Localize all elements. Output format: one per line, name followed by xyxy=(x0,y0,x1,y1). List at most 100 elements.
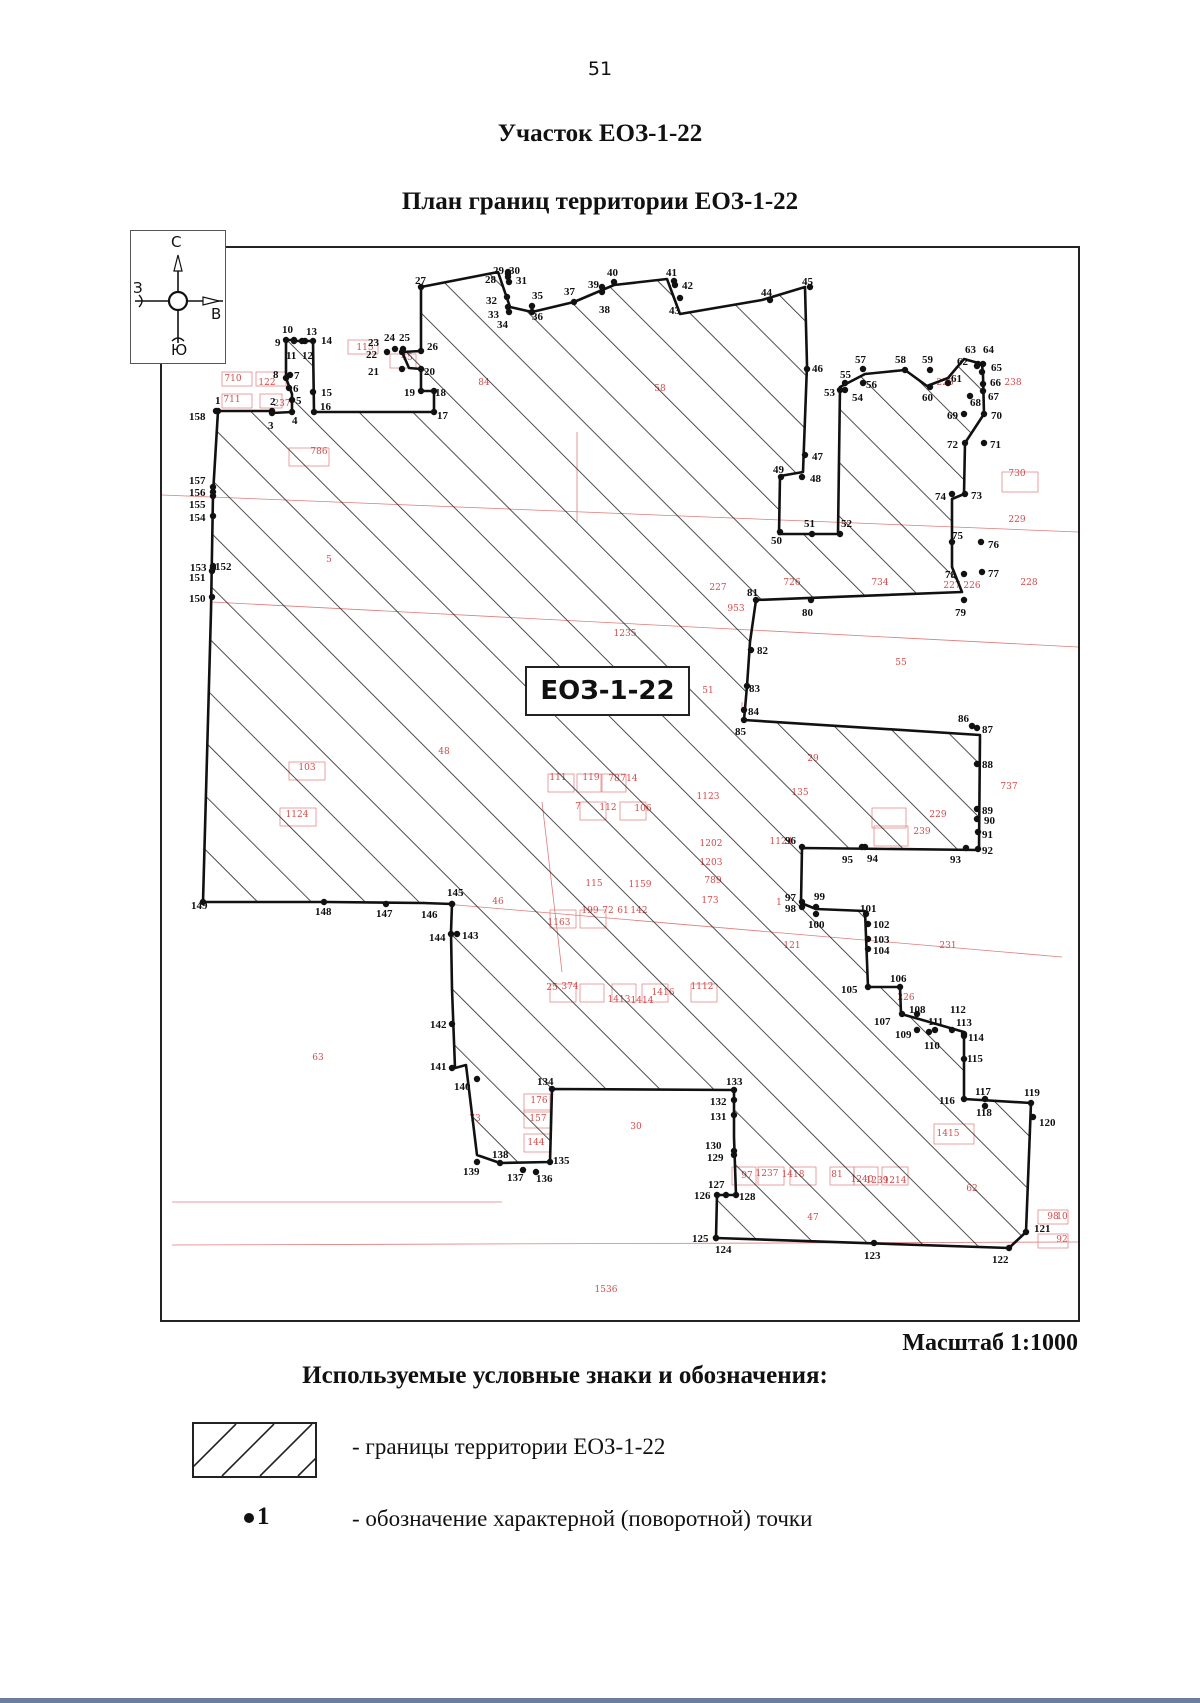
turning-point-label: 18 xyxy=(435,387,447,399)
turning-point-label: 149 xyxy=(191,900,208,912)
turning-point-label: 91 xyxy=(982,829,993,841)
turning-point-label: 92 xyxy=(982,845,994,857)
turning-point-label: 107 xyxy=(874,1016,891,1028)
turning-point xyxy=(981,1095,989,1103)
cadastral-number: 237 xyxy=(273,399,290,409)
turning-point xyxy=(901,366,909,374)
turning-point-label: 37 xyxy=(564,286,576,298)
turning-point-label: 53 xyxy=(824,387,836,399)
turning-point-label: 146 xyxy=(421,909,438,921)
turning-point-label: 27 xyxy=(415,275,427,287)
turning-point-label: 15 xyxy=(321,387,333,399)
legend-point-number: 1 xyxy=(257,1503,270,1530)
turning-point xyxy=(399,345,407,353)
turning-point-label: 139 xyxy=(463,1166,480,1178)
turning-point-label: 140 xyxy=(454,1081,471,1093)
turning-point-label: 6 xyxy=(293,383,299,395)
turning-point xyxy=(505,308,513,316)
turning-point-label: 69 xyxy=(947,410,959,422)
cadastral-parcel xyxy=(1037,1233,1069,1249)
turning-point-label: 118 xyxy=(976,1107,992,1119)
turning-point-label: 38 xyxy=(599,304,611,316)
turning-point-label: 85 xyxy=(735,726,747,738)
turning-point xyxy=(980,410,988,418)
cadastral-parcel xyxy=(347,339,379,355)
cadastral-parcel xyxy=(221,371,253,387)
turning-point xyxy=(730,1096,738,1104)
turning-point-label: 97 xyxy=(785,892,797,904)
page-number: 51 xyxy=(587,58,613,80)
turning-point xyxy=(676,294,684,302)
turning-point xyxy=(1027,1099,1035,1107)
turning-point-label: 123 xyxy=(864,1250,881,1262)
cadastral-parcel xyxy=(1001,471,1039,493)
turning-point xyxy=(417,347,425,355)
turning-point-label: 134 xyxy=(537,1076,554,1088)
cadastral-number: 10 xyxy=(1056,1212,1068,1222)
turning-point-label: 151 xyxy=(189,572,206,584)
turning-point xyxy=(841,386,849,394)
turning-point xyxy=(961,490,969,498)
turning-point-label: 79 xyxy=(955,607,967,619)
turning-point xyxy=(282,374,290,382)
turning-point xyxy=(960,596,968,604)
turning-point-label: 16 xyxy=(320,401,332,413)
turning-point xyxy=(960,1055,968,1063)
turning-point-label: 14 xyxy=(321,335,333,347)
compass-south-label: Ю xyxy=(171,341,188,359)
turning-point-label: 102 xyxy=(873,919,890,931)
turning-point xyxy=(671,281,679,289)
turning-point-label: 80 xyxy=(802,607,814,619)
turning-point xyxy=(398,365,406,373)
turning-point-label: 157 xyxy=(189,475,206,487)
turning-point-label: 55 xyxy=(840,369,852,381)
turning-point-label: 46 xyxy=(812,363,824,375)
turning-point-label: 31 xyxy=(516,275,527,287)
turning-point-label: 7 xyxy=(294,370,300,382)
turning-point-label: 132 xyxy=(710,1096,727,1108)
turning-point xyxy=(896,983,904,991)
turning-point xyxy=(859,365,867,373)
turning-point-label: 115 xyxy=(967,1053,983,1065)
turning-point-label: 67 xyxy=(988,391,1000,403)
point-dot-icon xyxy=(244,1513,254,1524)
turning-point xyxy=(212,407,220,415)
turning-point-label: 94 xyxy=(867,853,879,865)
turning-point-label: 76 xyxy=(988,539,1000,551)
turning-point xyxy=(473,1158,481,1166)
turning-point-label: 104 xyxy=(873,945,890,957)
turning-point-label: 129 xyxy=(707,1152,724,1164)
legend-heading: Используемые условные знаки и обозначени… xyxy=(302,1362,828,1389)
cadastral-number: 229 xyxy=(1008,515,1025,525)
turning-point xyxy=(447,930,455,938)
turning-point-label: 1 xyxy=(215,395,221,407)
turning-point-label: 95 xyxy=(842,854,854,866)
turning-point-label: 81 xyxy=(747,587,758,599)
turning-point xyxy=(285,384,293,392)
turning-point xyxy=(417,365,425,373)
turning-point xyxy=(858,843,866,851)
turning-point-label: 64 xyxy=(983,344,995,356)
plan-title: План границ территории ЕОЗ-1-22 xyxy=(401,188,799,215)
turning-point-label: 70 xyxy=(991,410,1003,422)
turning-point-label: 78 xyxy=(945,569,957,581)
cadastral-number: 226 xyxy=(897,993,914,1003)
turning-point xyxy=(798,898,806,906)
turning-point-label: 40 xyxy=(607,267,619,279)
turning-point xyxy=(730,1147,738,1155)
turning-point xyxy=(948,538,956,546)
turning-point-label: 23 xyxy=(368,337,380,349)
turning-point xyxy=(862,910,870,918)
turning-point-label: 39 xyxy=(588,279,600,291)
turning-point-label: 150 xyxy=(189,593,206,605)
turning-point xyxy=(974,828,982,836)
turning-point-label: 63 xyxy=(965,344,977,356)
turning-point-label: 11 xyxy=(286,350,296,362)
turning-point-label: 3 xyxy=(268,420,274,432)
turning-point xyxy=(960,1032,968,1040)
turning-point-label: 153 xyxy=(190,562,207,574)
turning-point xyxy=(836,530,844,538)
turning-point-label: 12 xyxy=(302,350,314,362)
turning-point xyxy=(747,646,755,654)
turning-point xyxy=(974,360,982,368)
